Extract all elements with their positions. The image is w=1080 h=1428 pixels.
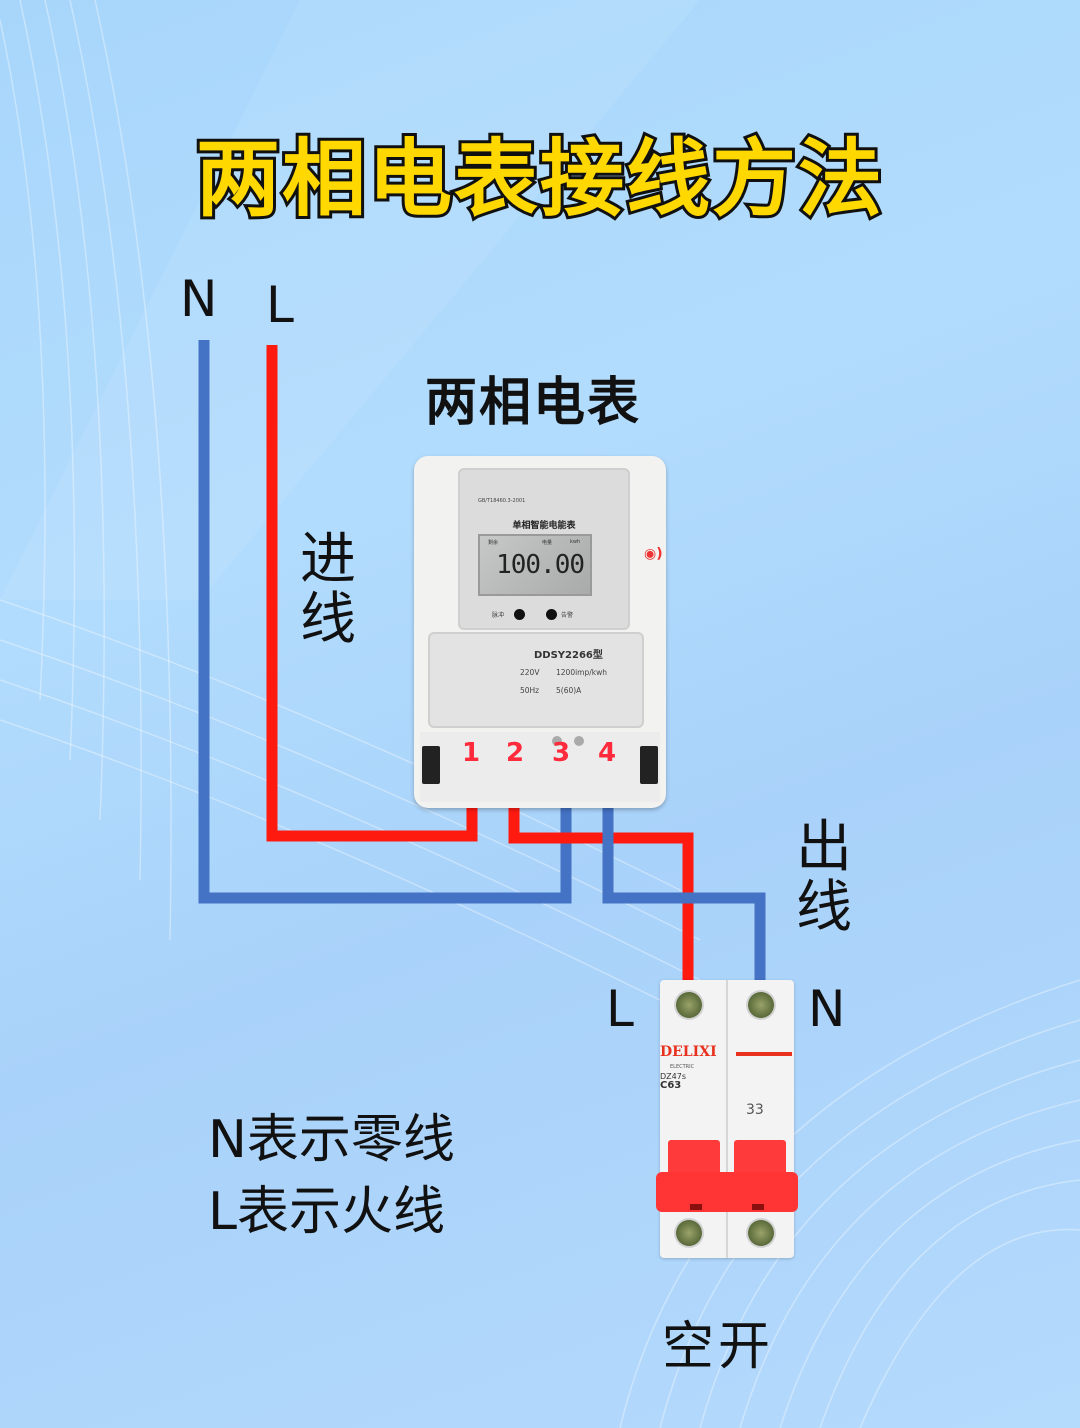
terminal-4: 4 bbox=[598, 738, 617, 768]
breaker-rating: C63 bbox=[660, 1080, 682, 1091]
terminal-2: 2 bbox=[506, 738, 525, 768]
incoming-neutral-label: N bbox=[180, 270, 218, 328]
incoming-live-label: L bbox=[266, 276, 294, 334]
meter-heading: 两相电表 bbox=[425, 373, 642, 433]
handle-slot bbox=[690, 1204, 702, 1210]
breaker-side-number: 33 bbox=[746, 1102, 764, 1118]
alarm-led-label: 告警 bbox=[561, 612, 574, 619]
live-wire-out bbox=[508, 790, 694, 990]
breaker-model: DZ47s C63 bbox=[660, 1072, 686, 1091]
legend: N表示零线 L表示火线 bbox=[208, 1104, 455, 1248]
legend-neutral: N表示零线 bbox=[208, 1110, 455, 1170]
alarm-icon: ◉) bbox=[644, 546, 663, 562]
seal-screw-icon bbox=[552, 736, 562, 746]
live-wire-in bbox=[266, 345, 478, 842]
screw-icon bbox=[674, 990, 704, 1020]
meter-model: DDSY2266型 bbox=[534, 650, 603, 661]
breaker-heading: 空开 bbox=[662, 1317, 775, 1377]
neutral-wire-in bbox=[198, 340, 572, 904]
breaker-brand-sub: ELECTRIC bbox=[670, 1064, 695, 1070]
breaker-brand: DELIXI bbox=[660, 1044, 717, 1060]
meter-standard: GB/T18460.3-2001 bbox=[478, 498, 526, 504]
breaker-model-number: DZ47s bbox=[660, 1072, 686, 1081]
handle-slot bbox=[752, 1204, 764, 1210]
lcd-reading: 100.00 bbox=[496, 550, 585, 580]
terminal-cover: DDSY2266型 220V 1200imp/kwh 50Hz 5(60)A bbox=[428, 632, 644, 728]
circuit-breaker: DELIXI ELECTRIC DZ47s C63 33 bbox=[656, 980, 798, 1258]
seal-screw-icon bbox=[574, 736, 584, 746]
lcd-unit-label: kwh bbox=[570, 539, 581, 545]
neutral-wire-out bbox=[602, 790, 766, 990]
meter-face: GB/T18460.3-2001 单相智能电能表 剩余 电量 kwh 100.0… bbox=[458, 468, 663, 630]
meter-face-title: 单相智能电能表 bbox=[512, 521, 576, 531]
mount-clip-left bbox=[422, 746, 440, 784]
screw-icon bbox=[674, 1218, 704, 1248]
meter-frequency: 50Hz bbox=[520, 686, 540, 695]
pulse-led-icon bbox=[514, 609, 525, 620]
terminal-strip bbox=[420, 732, 660, 802]
breaker-red-stripe bbox=[736, 1052, 792, 1056]
alarm-led-icon bbox=[546, 609, 557, 620]
screw-icon bbox=[746, 990, 776, 1020]
pulse-led-label: 脉冲 bbox=[492, 612, 505, 619]
breaker-pole-divider bbox=[726, 980, 728, 1258]
meter-current: 5(60)A bbox=[556, 686, 582, 695]
meter-voltage: 220V bbox=[520, 668, 540, 677]
breaker-handle-bar[interactable] bbox=[656, 1172, 798, 1212]
lcd-remaining-label: 剩余 bbox=[488, 540, 499, 546]
terminal-3: 3 bbox=[552, 738, 571, 768]
meter-lcd: 剩余 电量 kwh 100.00 bbox=[478, 534, 592, 596]
mount-clip-right bbox=[640, 746, 658, 784]
terminal-1: 1 bbox=[462, 738, 481, 768]
electric-meter: GB/T18460.3-2001 单相智能电能表 剩余 电量 kwh 100.0… bbox=[414, 456, 666, 808]
outgoing-direction-label: 出线 bbox=[796, 815, 852, 940]
breaker-live-label: L bbox=[606, 980, 634, 1038]
breaker-neutral-label: N bbox=[808, 980, 846, 1038]
screw-icon bbox=[746, 1218, 776, 1248]
lcd-energy-label: 电量 bbox=[542, 540, 553, 546]
meter-constant: 1200imp/kwh bbox=[556, 668, 607, 677]
incoming-direction-label: 进线 bbox=[300, 527, 356, 652]
legend-live: L表示火线 bbox=[208, 1182, 445, 1242]
page-title: 两相电表接线方法 bbox=[193, 127, 885, 231]
